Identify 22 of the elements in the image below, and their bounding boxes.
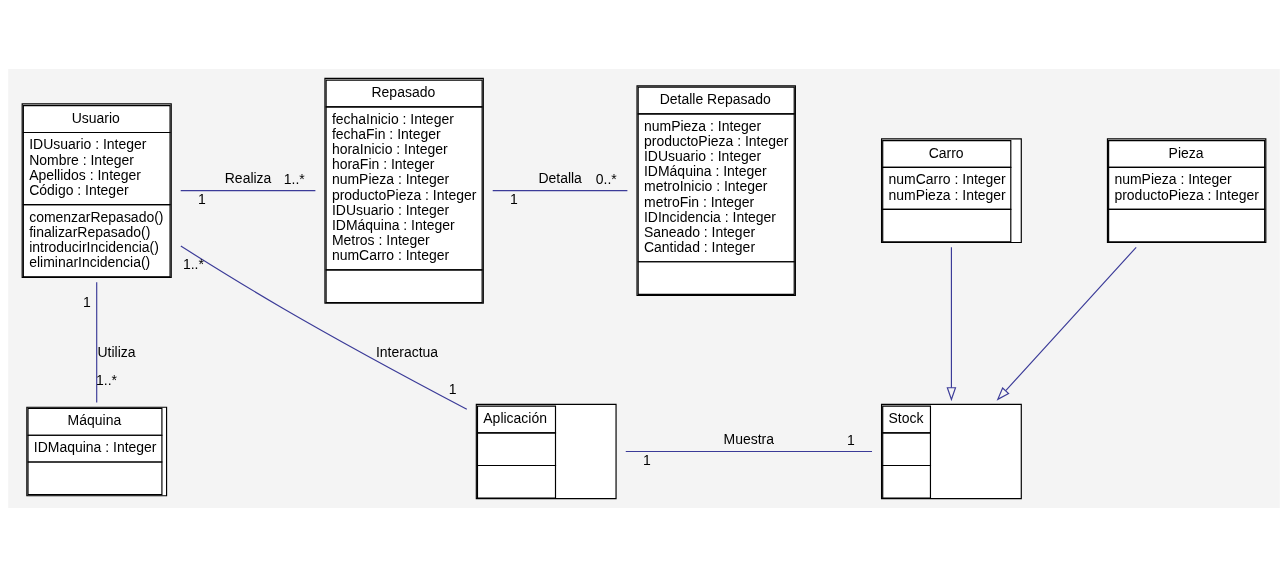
connector [492, 189, 628, 191]
connector [180, 189, 316, 191]
arrow [996, 246, 1137, 401]
edge-label: Utiliza [97, 343, 136, 360]
connector [180, 245, 468, 410]
label: 1 [197, 190, 206, 207]
label: 1 [448, 380, 457, 397]
edge-label: Muestra [723, 430, 775, 447]
label: 1 [847, 431, 855, 448]
label: 0..* [595, 170, 617, 187]
label: 1 [82, 293, 91, 310]
label: 1 [642, 451, 651, 468]
edge-label: Detalla [538, 169, 582, 186]
label: 1..* [182, 255, 204, 272]
label: 1 [509, 190, 518, 207]
connector [96, 281, 98, 403]
label: 1..* [96, 371, 118, 388]
connector [625, 450, 873, 452]
edge-label: Interactua [375, 343, 439, 360]
arrow [946, 246, 957, 401]
edge-label: Realiza [224, 169, 272, 186]
label: 1..* [283, 170, 305, 187]
